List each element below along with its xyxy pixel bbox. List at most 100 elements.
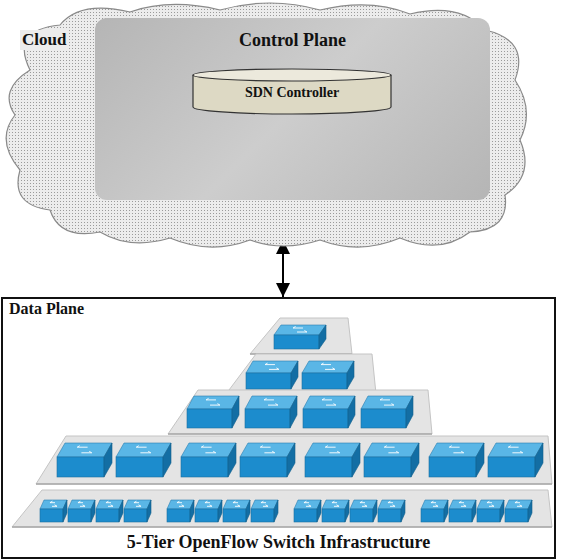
cloud-label: Cloud [20, 30, 68, 50]
switch-arrow [334, 506, 339, 507]
switch-top [246, 361, 298, 373]
switch-top [96, 500, 123, 509]
switch-arrow [148, 451, 151, 453]
switch-top [350, 500, 377, 509]
switch-side [317, 500, 321, 522]
switch-front [274, 335, 319, 349]
switch-top [124, 500, 151, 509]
switch-top [116, 443, 171, 457]
tier-edge [36, 483, 552, 485]
tier-plane [168, 390, 432, 434]
switch-arrow [384, 405, 394, 406]
openflow-switch [245, 396, 297, 428]
switch-arrow [515, 501, 518, 503]
switch-arrow [179, 506, 184, 507]
switch-arrow [304, 331, 307, 333]
switch-front [361, 409, 406, 428]
switch-arrow [306, 506, 311, 507]
switch-arrow [264, 398, 267, 400]
switch-arrow [433, 506, 438, 507]
switch-side [411, 443, 419, 477]
switch-arrow [206, 398, 209, 400]
switch-arrow [50, 502, 55, 503]
switch-side [190, 500, 194, 522]
openflow-switch [246, 361, 298, 389]
cloud-shape [6, 3, 526, 247]
figure-caption: 5-Tier OpenFlow Switch Infrastructure [3, 532, 554, 557]
tier-plane [12, 490, 552, 527]
openflow-switch [294, 500, 321, 522]
switch-side [444, 500, 448, 522]
openflow-switch [116, 443, 171, 477]
switch-front [488, 457, 535, 477]
switch-arrow [360, 501, 363, 503]
openflow-switch [240, 443, 295, 477]
switch-arrow [217, 404, 220, 406]
switch-side [246, 500, 250, 522]
switch-front [421, 509, 444, 522]
switch-arrow [106, 502, 111, 503]
switch-arrow [264, 399, 274, 400]
switch-arrow [332, 502, 337, 503]
switch-arrow [492, 505, 495, 507]
openflow-switch [429, 443, 484, 477]
openflow-switch [378, 500, 405, 522]
switch-arrow [384, 447, 394, 448]
controller-label: SDN Controller [192, 68, 392, 101]
switch-top [378, 500, 405, 509]
switch-top [505, 500, 532, 509]
switch-arrow [233, 501, 236, 503]
switch-arrow [487, 501, 490, 503]
switch-arrow [449, 446, 452, 448]
control-plane-panel: Control PlaneSDN Controller [95, 18, 490, 200]
switch-arrow [459, 501, 462, 503]
tier-plane [36, 436, 552, 484]
switch-top [477, 500, 504, 509]
switch-arrow [293, 327, 296, 329]
switch-arrow [266, 505, 269, 507]
switch-front [364, 457, 411, 477]
switch-arrow [201, 447, 211, 448]
switch-front [40, 509, 63, 522]
switch-front [223, 509, 246, 522]
switch-arrow [390, 506, 395, 507]
switch-arrow [233, 502, 238, 503]
switch-arrow [205, 452, 215, 453]
switch-arrow [332, 368, 335, 370]
switch-arrow [268, 405, 278, 406]
switch-arrow [461, 506, 466, 507]
openflow-switch [187, 396, 239, 428]
switch-arrow [272, 451, 275, 453]
switch-arrow [362, 506, 367, 507]
switch-arrow [384, 446, 387, 448]
switch-top [361, 396, 413, 409]
switch-side [291, 361, 298, 389]
switch-arrow [238, 505, 241, 507]
switch-arrow [260, 447, 270, 448]
switch-arrow [263, 506, 268, 507]
switch-side [119, 500, 123, 522]
switch-front [303, 409, 348, 428]
switch-arrow [140, 452, 150, 453]
switch-arrow [108, 506, 113, 507]
switch-front [429, 457, 476, 477]
switch-arrow [55, 505, 58, 507]
switch-arrow [293, 328, 303, 329]
switch-front [245, 409, 290, 428]
switch-side [406, 396, 413, 428]
switch-top [68, 500, 95, 509]
switch-side [319, 325, 326, 349]
switch-arrow [449, 447, 459, 448]
switch-side [373, 500, 377, 522]
switch-arrow [325, 446, 328, 448]
openflow-switch [361, 396, 413, 428]
openflow-switch [302, 361, 354, 389]
tier-edge [168, 433, 432, 435]
switch-arrow [459, 502, 464, 503]
switch-arrow [207, 506, 212, 507]
tier-plane [250, 318, 352, 354]
data-plane-box: Data Plane5-Tier OpenFlow Switch Infrast… [1, 297, 556, 559]
switch-front [240, 457, 287, 477]
switch-front [505, 509, 528, 522]
switch-side [163, 443, 171, 477]
